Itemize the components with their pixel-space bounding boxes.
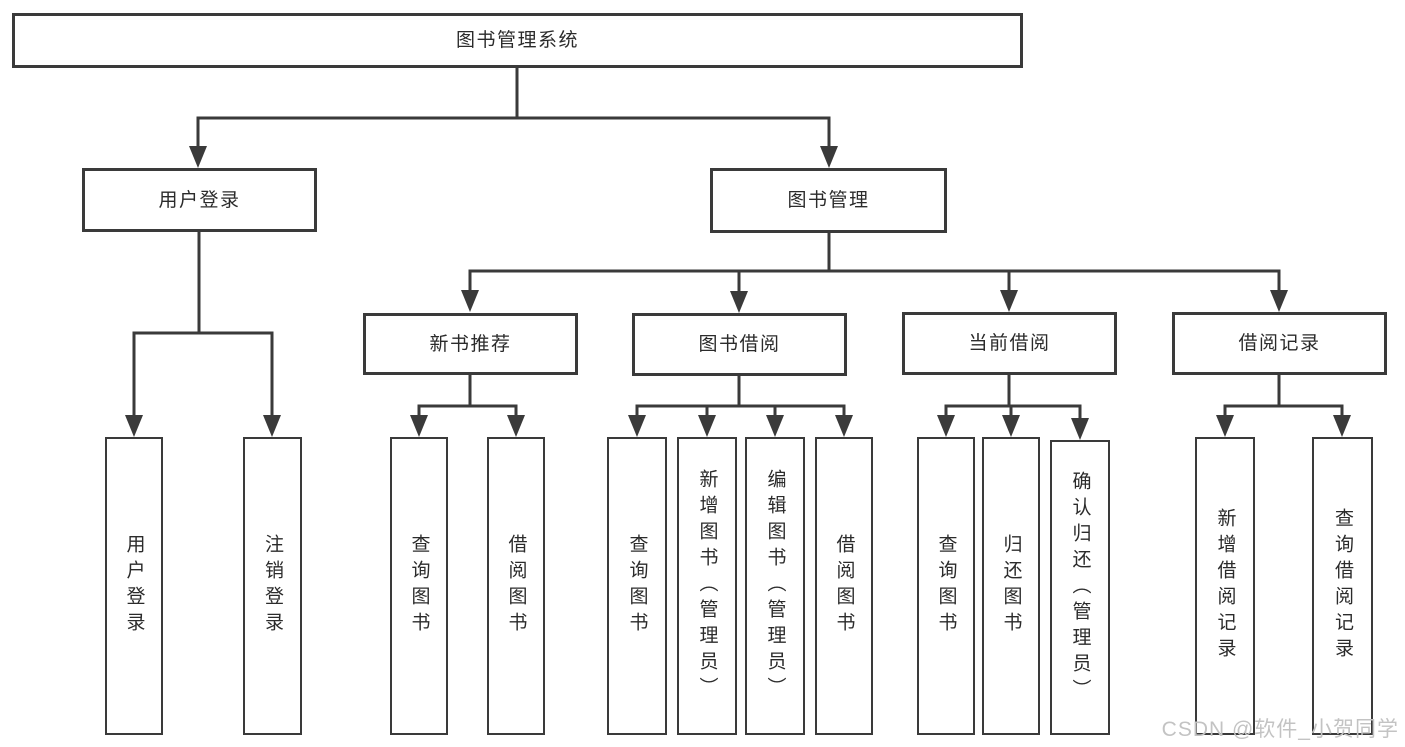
leaf-label: 编辑图书（管理员）	[764, 469, 786, 703]
leaf-query-books-1: 查询图书	[390, 437, 448, 735]
csdn-watermark: CSDN @软件_小贺同学	[1161, 718, 1399, 741]
leaf-label: 借阅图书	[833, 534, 855, 638]
leaf-label: 查询借阅记录	[1332, 508, 1353, 664]
node-current-borrow: 当前借阅	[902, 312, 1117, 375]
leaf-add-borrow-record: 新增借阅记录	[1195, 437, 1255, 735]
leaf-return-books: 归还图书	[982, 437, 1040, 735]
leaf-query-borrow-record: 查询借阅记录	[1312, 437, 1373, 735]
node-new-book-recommend: 新书推荐	[363, 313, 578, 375]
node-user-login: 用户登录	[82, 168, 317, 232]
leaf-label: 确认归还（管理员）	[1069, 470, 1091, 705]
leaf-query-books-3: 查询图书	[917, 437, 975, 735]
leaf-label: 注销登录	[262, 534, 283, 638]
leaf-borrow-books-2: 借阅图书	[815, 437, 873, 735]
leaf-label: 新增借阅记录	[1214, 508, 1236, 664]
leaf-label: 新增图书（管理员）	[696, 469, 718, 703]
leaf-user-login: 用户登录	[105, 437, 163, 735]
leaf-label: 借阅图书	[505, 534, 527, 638]
node-book-borrow: 图书借阅	[632, 313, 847, 376]
leaf-edit-book-admin: 编辑图书（管理员）	[745, 437, 805, 735]
leaf-add-book-admin: 新增图书（管理员）	[677, 437, 737, 735]
leaf-label: 归还图书	[1000, 534, 1022, 638]
leaf-label: 查询图书	[408, 534, 430, 638]
leaf-label: 查询图书	[626, 534, 648, 638]
leaf-label: 用户登录	[123, 534, 145, 638]
node-borrow-records: 借阅记录	[1172, 312, 1387, 375]
leaf-confirm-return-admin: 确认归还（管理员）	[1050, 440, 1110, 735]
leaf-borrow-books-1: 借阅图书	[487, 437, 545, 735]
node-root: 图书管理系统	[12, 13, 1023, 68]
leaf-logout: 注销登录	[243, 437, 302, 735]
leaf-query-books-2: 查询图书	[607, 437, 667, 735]
node-book-management: 图书管理	[710, 168, 947, 233]
leaf-label: 查询图书	[935, 534, 957, 638]
